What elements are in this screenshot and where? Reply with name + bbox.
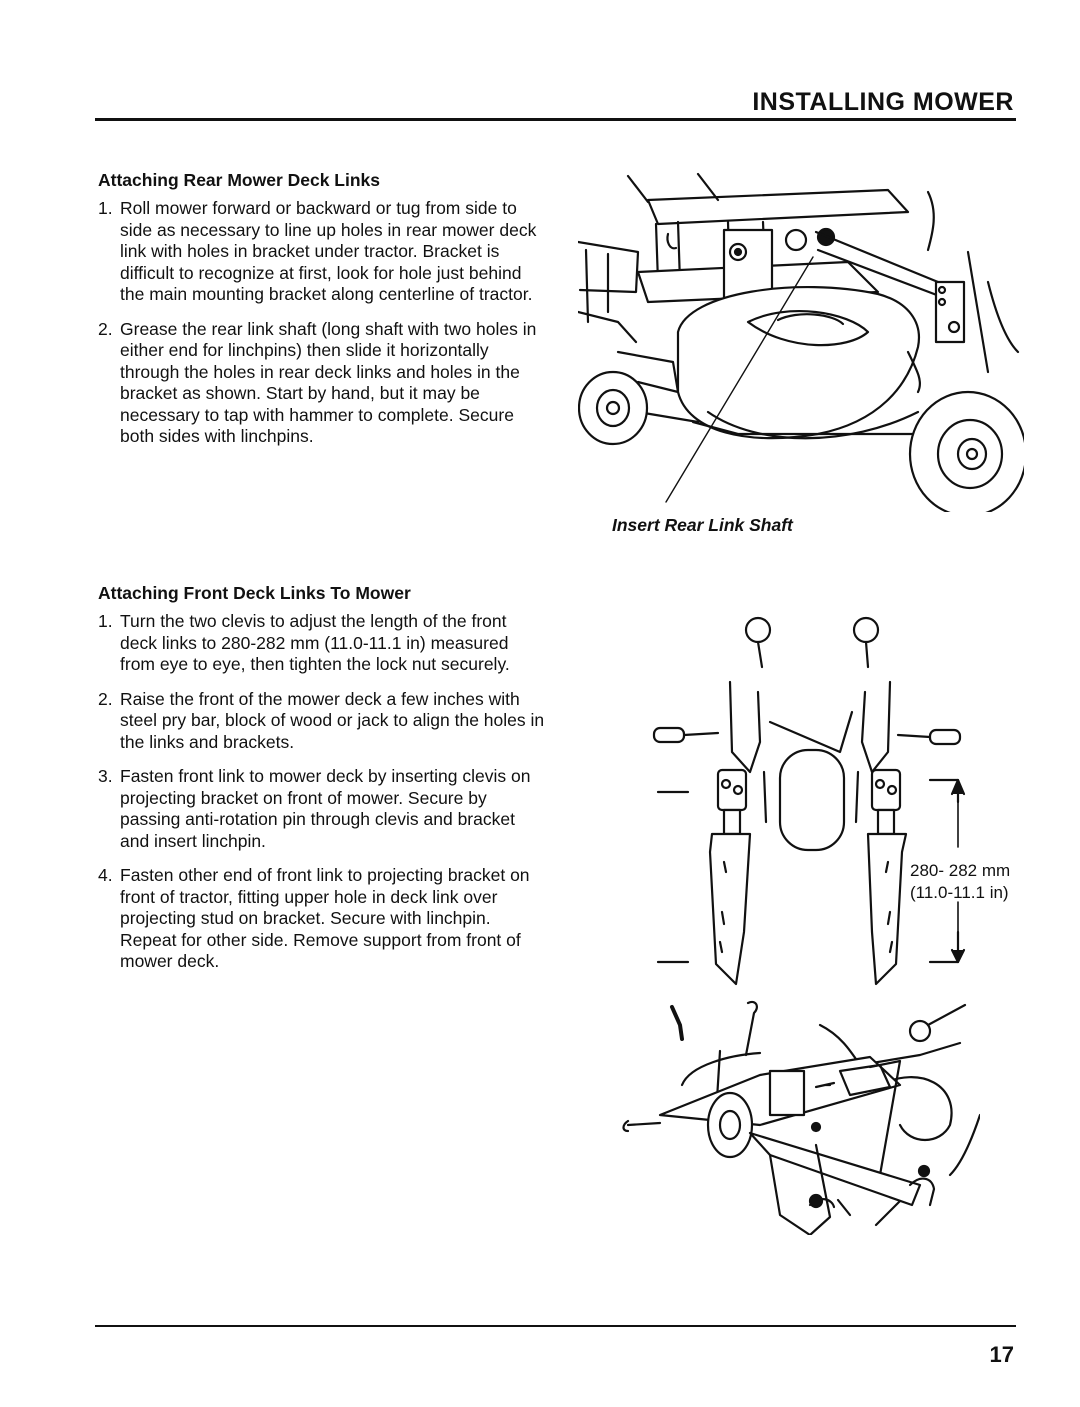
rear-link-shaft-illustration xyxy=(578,172,1024,512)
step-text: Fasten front link to mower deck by inser… xyxy=(120,766,531,851)
rear-figure-caption: Insert Rear Link Shaft xyxy=(612,515,793,535)
step-number: 4. xyxy=(98,865,113,885)
front-links-heading: Attaching Front Deck Links To Mower xyxy=(98,583,411,603)
page-section-title: INSTALLING MOWER xyxy=(752,88,1014,116)
front-link-installed-illustration xyxy=(622,1000,980,1235)
list-item: 1. Turn the two clevis to adjust the len… xyxy=(98,611,548,676)
link-length-mm: 280- 282 mm xyxy=(910,861,1011,880)
step-text: Fasten other end of front link to projec… xyxy=(120,865,530,971)
step-text: Raise the front of the mower deck a few … xyxy=(120,688,545,752)
step-number: 1. xyxy=(98,611,113,631)
list-item: 1. Roll mower forward or backward or tug… xyxy=(98,198,548,306)
list-item: 3. Fasten front link to mower deck by in… xyxy=(98,766,548,852)
step-text: Grease the rear link shaft (long shaft w… xyxy=(120,318,537,447)
step-number: 1. xyxy=(98,198,113,218)
link-length-in: (11.0-11.1 in) xyxy=(910,883,1009,902)
step-text: Roll mower forward or backward or tug fr… xyxy=(120,198,537,304)
step-number: 2. xyxy=(98,318,113,339)
header-rule xyxy=(95,118,1016,121)
footer-rule xyxy=(95,1325,1016,1327)
front-links-steps: 1. Turn the two clevis to adjust the len… xyxy=(98,611,548,986)
rear-links-heading: Attaching Rear Mower Deck Links xyxy=(98,170,381,190)
step-number: 2. xyxy=(98,688,113,709)
page-number: 17 xyxy=(989,1342,1014,1367)
list-item: 2. Raise the front of the mower deck a f… xyxy=(98,689,548,754)
list-item: 2. Grease the rear link shaft (long shaf… xyxy=(98,319,548,448)
list-item: 4. Fasten other end of front link to pro… xyxy=(98,865,548,973)
front-deck-links-illustration xyxy=(652,616,966,986)
step-number: 3. xyxy=(98,766,113,786)
rear-links-steps: 1. Roll mower forward or backward or tug… xyxy=(98,198,548,461)
step-text: Turn the two clevis to adjust the length… xyxy=(120,611,510,674)
